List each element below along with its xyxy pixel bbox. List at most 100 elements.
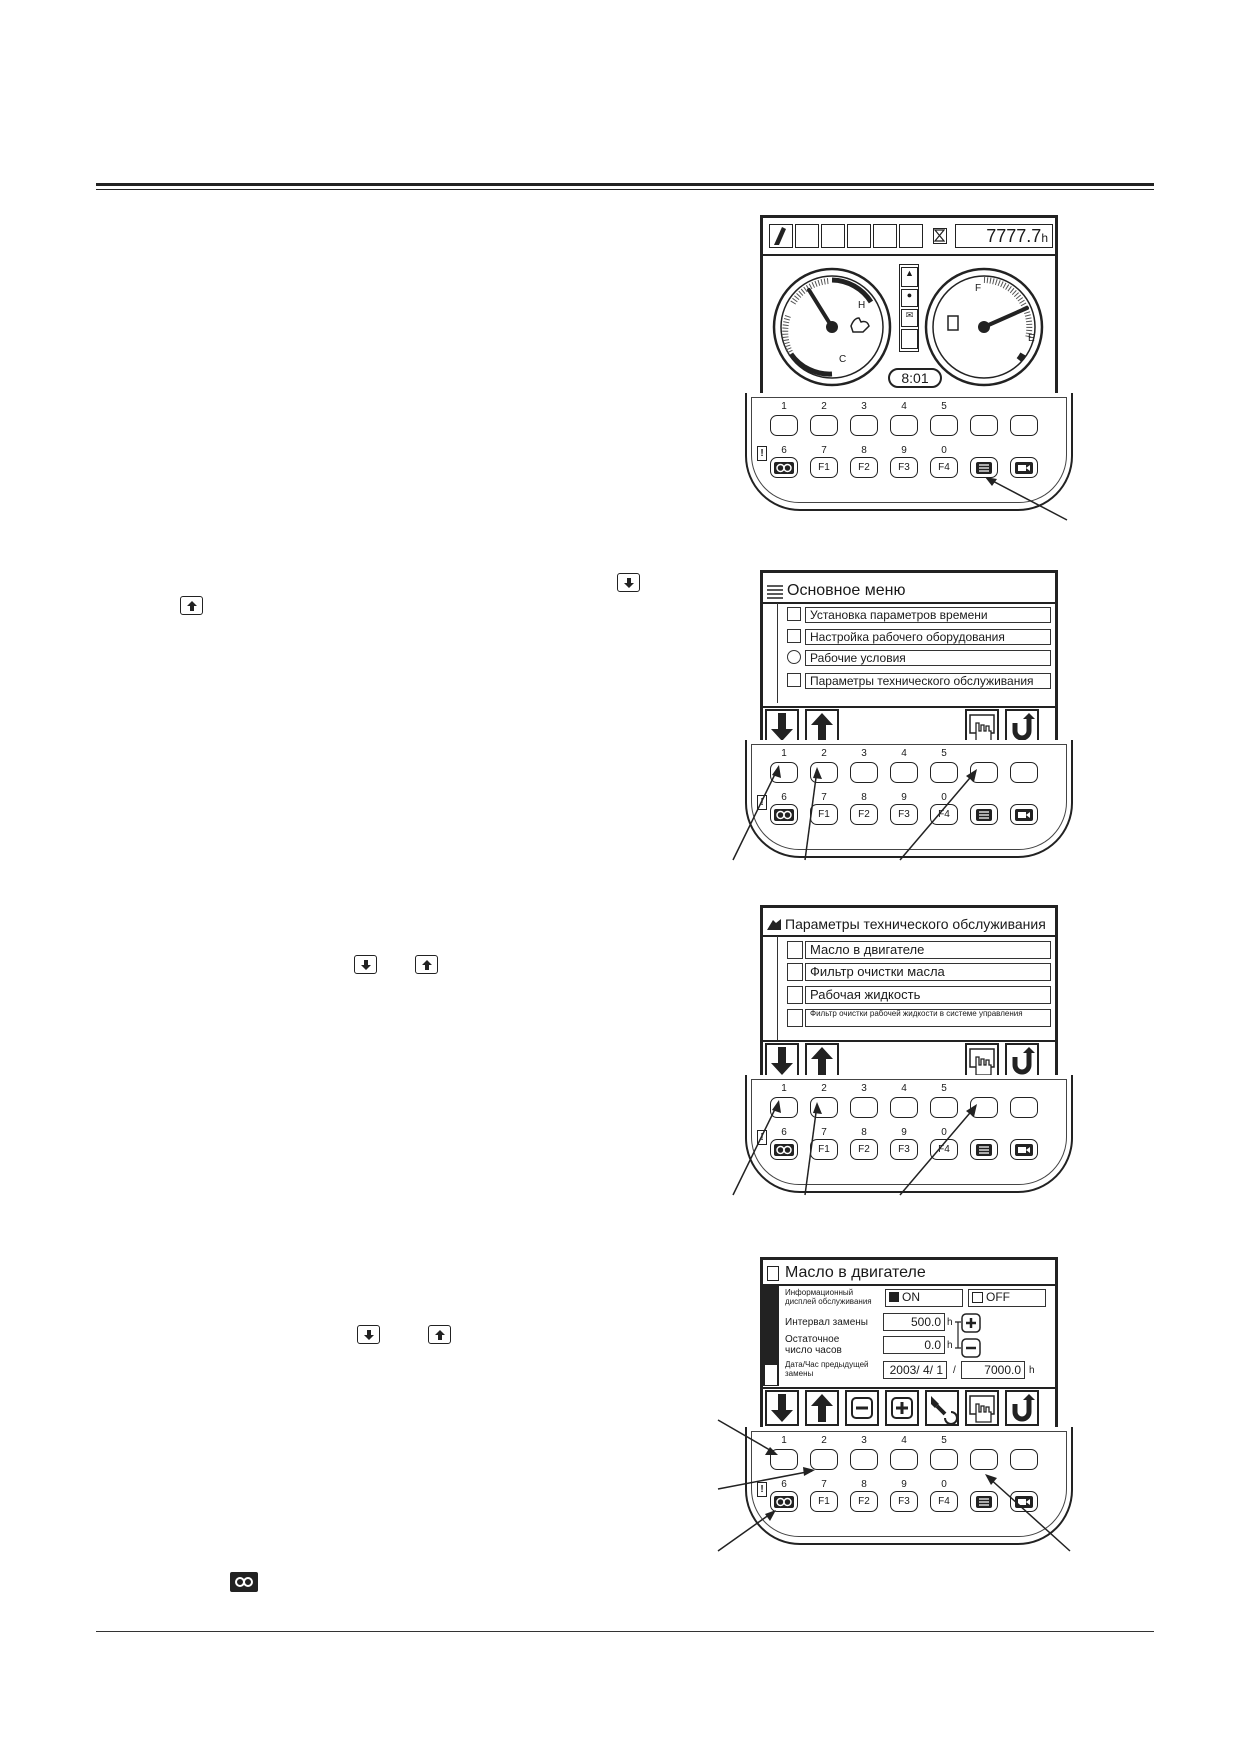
menu-item-engine-oil[interactable]: Масло в двигателе — [805, 941, 1051, 959]
inline-buzzer-stop-icon — [230, 1572, 258, 1592]
key-number: 6 — [781, 1127, 787, 1138]
key-7-top[interactable] — [1010, 762, 1038, 783]
down-arrow-softkey[interactable] — [765, 1390, 799, 1426]
key-f4[interactable]: F4 — [930, 457, 958, 478]
key-5[interactable] — [930, 1097, 958, 1118]
plus-softkey[interactable] — [885, 1390, 919, 1426]
hand-enter-icon — [969, 714, 995, 742]
menu-item-pilot-filter[interactable]: Фильтр очистки рабочей жидкости в систем… — [805, 1009, 1051, 1027]
camera-key[interactable] — [1010, 457, 1038, 478]
key-2[interactable] — [810, 415, 838, 436]
key-1[interactable] — [770, 1097, 798, 1118]
buzzer-stop-key[interactable] — [770, 804, 798, 825]
up-arrow-softkey[interactable] — [805, 709, 839, 745]
down-arrow-softkey[interactable] — [765, 709, 799, 745]
key-number: 2 — [821, 1083, 827, 1094]
menu-item-time[interactable]: Установка параметров времени — [805, 607, 1051, 623]
up-arrow-softkey[interactable] — [805, 1043, 839, 1079]
key-4[interactable] — [890, 762, 918, 783]
minus-softkey[interactable] — [845, 1390, 879, 1426]
buzzer-stop-key[interactable] — [770, 1139, 798, 1160]
enter-softkey[interactable] — [965, 709, 999, 745]
key-f4[interactable]: F4 — [930, 804, 958, 825]
off-option[interactable]: OFF — [968, 1289, 1046, 1307]
key-f3[interactable]: F3 — [890, 804, 918, 825]
scroll-bar[interactable] — [763, 1286, 779, 1386]
key-3[interactable] — [850, 1097, 878, 1118]
reset-softkey[interactable] — [925, 1390, 959, 1426]
menu-item-oil-filter[interactable]: Фильтр очистки масла — [805, 963, 1051, 981]
menu-item-maintenance[interactable]: Параметры технического обслуживания — [805, 673, 1051, 689]
key-f4[interactable]: F4 — [930, 1491, 958, 1512]
key-7-top[interactable] — [1010, 1449, 1038, 1470]
warning-icon: ! — [757, 795, 767, 810]
key-1[interactable] — [770, 415, 798, 436]
camera-key[interactable] — [1010, 1139, 1038, 1160]
key-3[interactable] — [850, 1449, 878, 1470]
key-f2[interactable]: F2 — [850, 1139, 878, 1160]
monitor-screen: Основное меню Установка параметров време… — [760, 570, 1058, 745]
key-4[interactable] — [890, 1097, 918, 1118]
key-f4[interactable]: F4 — [930, 1139, 958, 1160]
on-option[interactable]: ON — [885, 1289, 963, 1307]
key-4[interactable] — [890, 1449, 918, 1470]
menu-key[interactable] — [970, 1139, 998, 1160]
key-4[interactable] — [890, 415, 918, 436]
machine-icon: ▲ — [901, 267, 918, 287]
key-7-top[interactable] — [1010, 415, 1038, 436]
enter-softkey[interactable] — [965, 1390, 999, 1426]
key-number: 7 — [821, 1127, 827, 1138]
remaining-field[interactable]: 0.0 — [883, 1336, 945, 1354]
menu-item-hydraulic-fluid[interactable]: Рабочая жидкость — [805, 986, 1051, 1004]
key-number: 5 — [941, 401, 947, 412]
key-5[interactable] — [930, 762, 958, 783]
scroll-thumb[interactable] — [765, 1365, 777, 1385]
buzzer-stop-key[interactable] — [770, 1491, 798, 1512]
key-6-top[interactable] — [970, 762, 998, 783]
menu-item-attachment[interactable]: Настройка рабочего оборудования — [805, 629, 1051, 645]
key-f2[interactable]: F2 — [850, 457, 878, 478]
camera-key[interactable] — [1010, 1491, 1038, 1512]
key-1[interactable] — [770, 762, 798, 783]
key-f1[interactable]: F1 — [810, 1491, 838, 1512]
key-3[interactable] — [850, 415, 878, 436]
key-f3[interactable]: F3 — [890, 457, 918, 478]
key-f3[interactable]: F3 — [890, 1491, 918, 1512]
back-softkey[interactable] — [1005, 1390, 1039, 1426]
key-6-top[interactable] — [970, 1097, 998, 1118]
key-3[interactable] — [850, 762, 878, 783]
key-number: 1 — [781, 748, 787, 759]
back-softkey[interactable] — [1005, 1043, 1039, 1079]
down-arrow-softkey[interactable] — [765, 1043, 799, 1079]
key-f1[interactable]: F1 — [810, 457, 838, 478]
key-f3[interactable]: F3 — [890, 1139, 918, 1160]
menu-item-conditions[interactable]: Рабочие условия — [805, 650, 1051, 666]
hours-field[interactable]: 7000.0 — [961, 1361, 1025, 1379]
key-6-top[interactable] — [970, 415, 998, 436]
key-f2[interactable]: F2 — [850, 804, 878, 825]
key-6-top[interactable] — [970, 1449, 998, 1470]
key-5[interactable] — [930, 415, 958, 436]
key-number: 9 — [901, 1479, 907, 1490]
key-number: 8 — [861, 792, 867, 803]
key-number: 0 — [941, 1127, 947, 1138]
camera-key[interactable] — [1010, 804, 1038, 825]
date-field[interactable]: 2003/ 4/ 1 — [883, 1361, 947, 1379]
key-f2[interactable]: F2 — [850, 1491, 878, 1512]
menu-title: Масло в двигателе — [785, 1264, 926, 1281]
interval-field[interactable]: 500.0 — [883, 1313, 945, 1331]
menu-key[interactable] — [970, 804, 998, 825]
key-2[interactable] — [810, 1449, 838, 1470]
buzzer-stop-key[interactable] — [770, 457, 798, 478]
up-arrow-softkey[interactable] — [805, 1390, 839, 1426]
key-7-top[interactable] — [1010, 1097, 1038, 1118]
lock-icon: ● — [901, 289, 918, 307]
menu-key[interactable] — [970, 1491, 998, 1512]
key-5[interactable] — [930, 1449, 958, 1470]
enter-softkey[interactable] — [965, 1043, 999, 1079]
menu-key[interactable] — [970, 457, 998, 478]
indicator-slot — [899, 224, 923, 248]
key-label: F4 — [938, 1144, 950, 1155]
hour-meter-unit: h — [1041, 231, 1048, 245]
key-label: F1 — [818, 1496, 830, 1507]
